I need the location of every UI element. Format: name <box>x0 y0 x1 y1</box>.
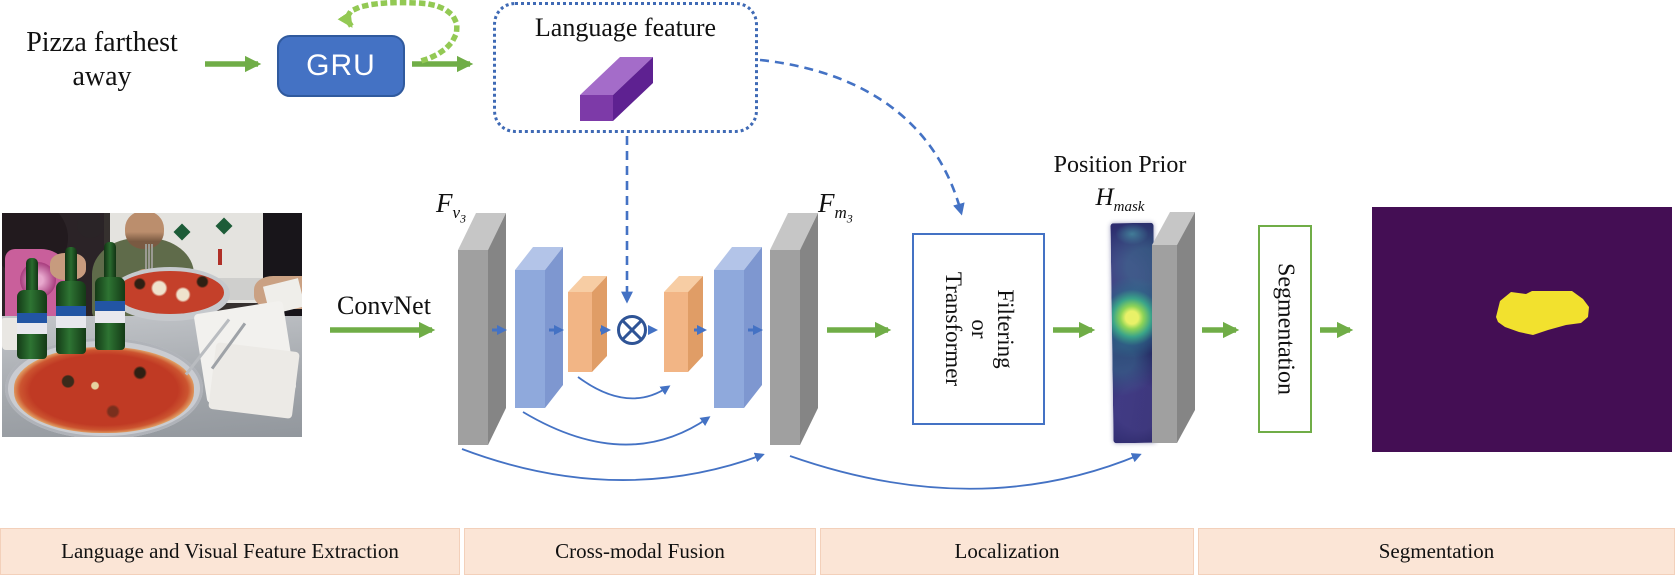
photo-bottle <box>17 257 47 359</box>
feature-map-out-label: Fm3 <box>818 188 853 226</box>
query-text: Pizza farthest away <box>6 26 198 94</box>
skip-arc-to-prior <box>789 453 1142 490</box>
localization-box-text: Filtering or Transformer <box>940 271 1018 387</box>
position-prior-heatmap <box>1110 222 1157 444</box>
convnet-label: ConvNet <box>337 291 431 320</box>
slab-gray-fv3 <box>458 213 506 445</box>
stage-localization: Localization <box>820 528 1194 575</box>
slab-orange-1 <box>568 276 607 372</box>
stage-feature-extraction: Language and Visual Feature Extraction <box>0 528 460 575</box>
stage-segmentation: Segmentation <box>1198 528 1675 575</box>
gru-label: GRU <box>306 49 376 82</box>
output-mask-image <box>1372 207 1672 452</box>
skip-arc-gray <box>461 448 765 481</box>
position-prior-title: Position Prior <box>1053 152 1187 178</box>
query-line-1: Pizza farthest <box>26 27 178 58</box>
language-feature-title: Language feature <box>534 13 717 42</box>
feature-slabs <box>458 212 1195 445</box>
feature-map-in-label: Fv3 <box>436 188 467 226</box>
skip-arc-orange <box>577 376 671 400</box>
photo-pizza-far <box>116 271 224 314</box>
dashed-to-localization <box>759 58 965 216</box>
localization-box: Filtering or Transformer <box>912 233 1045 425</box>
segmentation-box: Segmentation <box>1258 225 1312 433</box>
gru-box: GRU <box>277 35 405 97</box>
segmentation-box-text: Segmentation <box>1272 263 1299 395</box>
multiply-operator-icon <box>617 315 647 345</box>
slab-blue-1 <box>515 247 563 408</box>
language-feature-box: Language feature <box>493 2 758 133</box>
slab-gray-fm3 <box>770 213 818 445</box>
slab-orange-2 <box>664 276 703 372</box>
pipeline-stage-band: Language and Visual Feature Extraction C… <box>0 528 1675 575</box>
slab-gray-prior <box>1152 212 1195 443</box>
photo-pizza-near <box>14 347 194 433</box>
skip-arc-blue <box>522 411 711 446</box>
query-line-2: away <box>72 61 132 92</box>
input-image <box>2 213 302 437</box>
mask-blob-canvas <box>1496 291 1589 335</box>
photo-bottle <box>95 242 125 350</box>
photo-bottle <box>56 246 86 355</box>
mask-blob <box>1496 291 1589 335</box>
slab-blue-2 <box>714 247 762 408</box>
position-prior-symbol: Hmask <box>1095 184 1145 215</box>
stage-cross-modal-fusion: Cross-modal Fusion <box>464 528 816 575</box>
